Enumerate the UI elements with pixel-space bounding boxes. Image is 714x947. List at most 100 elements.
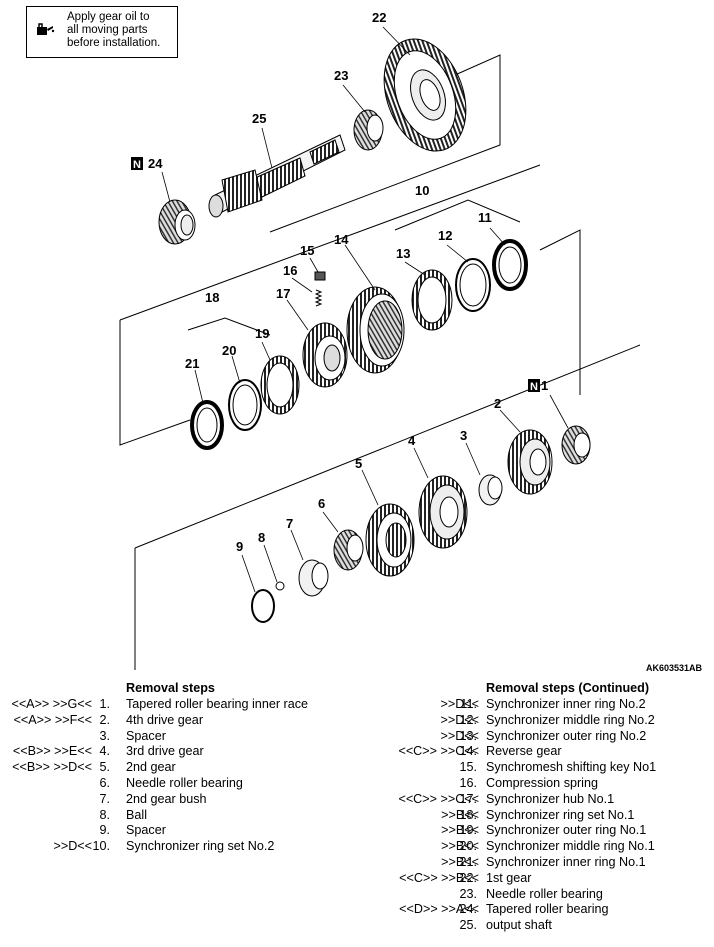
step-codes: <<A>> >>G<<: [11, 697, 92, 711]
part-1-bearing-inner-race: [561, 425, 591, 465]
table-row: 25. output shaft: [355, 918, 714, 934]
step-number: 8.: [99, 807, 110, 822]
callout-13: 13: [396, 246, 410, 261]
part-name: Synchronizer hub No.1: [486, 791, 615, 806]
part-name: Synchronizer ring set No.2: [126, 839, 275, 854]
step-number: 22.: [459, 870, 477, 885]
callout-24: 24: [148, 156, 163, 171]
table-row: 8. Ball: [0, 808, 360, 824]
callout-23: 23: [334, 68, 348, 83]
step-codes: >>B<<: [441, 855, 479, 869]
part-24-tapered-bearing: [158, 199, 196, 245]
table-row: <<C>> >>B<<22.1st gear: [355, 871, 714, 887]
step-number: 17.: [459, 791, 477, 806]
part-25-output-shaft: [208, 134, 346, 218]
step-number: 24.: [459, 902, 477, 917]
step-number: 10.: [92, 839, 110, 854]
part-22-first-gear: [383, 38, 467, 152]
table-title: Removal steps: [126, 681, 215, 695]
table-row: 23. Needle roller bearing: [355, 887, 714, 903]
part-5-2nd-gear: [365, 503, 415, 577]
step-codes: <<B>> >>D<<: [12, 760, 92, 775]
table-row: 6.Needle roller bearing: [0, 776, 360, 792]
table-row: 9.Spacer: [0, 823, 360, 839]
part-name: Tapered roller bearing inner race: [126, 697, 309, 711]
step-number: 21.: [459, 855, 477, 869]
step-codes: <<C>> >>B<<: [399, 870, 479, 885]
new-part-mark-1: N: [528, 379, 540, 393]
callout-6: 6: [318, 496, 325, 511]
callout-15: 15: [300, 243, 314, 258]
figure-id: AK603531AB: [646, 663, 703, 673]
part-name: Synchronizer outer ring No.1: [486, 823, 647, 838]
callout-8: 8: [258, 530, 265, 545]
table-row: <<A>> >>G<<1.Tapered roller bearing inne…: [0, 697, 360, 713]
table-row: <<A>> >>F<<2.4th drive gear: [0, 713, 360, 729]
svg-text:N: N: [133, 159, 141, 171]
part-name: Spacer: [126, 728, 166, 743]
step-number: 19.: [459, 823, 477, 838]
part-4-3rd-drive-gear: [418, 475, 468, 549]
step-codes: >>D<<: [53, 839, 92, 854]
callout-2: 2: [494, 396, 501, 411]
table-row: 15.Synchromesh shifting key No1: [355, 760, 714, 776]
step-number: 11.: [460, 697, 477, 711]
note-line-2: all moving parts: [67, 24, 148, 36]
oil-can-icon: [37, 23, 55, 35]
callout-11: 11: [478, 210, 492, 225]
step-codes: <<C>> >>C<<: [398, 791, 479, 806]
part-name: Reverse gear: [486, 744, 562, 759]
step-number: 14.: [459, 744, 477, 759]
callout-4: 4: [408, 433, 416, 448]
step-codes: >>D<<: [440, 728, 479, 743]
part-name: 2nd gear bush: [126, 791, 207, 806]
part-12-middle-ring-no2: [455, 258, 491, 312]
part-9-spacer-ring: [251, 589, 275, 623]
step-number: 3.: [99, 728, 110, 743]
step-codes: <<D>> >>A<<: [399, 902, 479, 917]
part-name: output shaft: [486, 918, 552, 933]
part-21-inner-ring-no1: [190, 400, 224, 450]
part-name: Synchronizer middle ring No.1: [486, 839, 655, 854]
callout-21: 21: [185, 356, 199, 371]
part-14-reverse-gear: [346, 286, 405, 374]
part-11-inner-ring-no2: [492, 239, 528, 291]
leader-lines: [161, 26, 569, 593]
step-number: 2.: [99, 712, 110, 727]
part-name: Synchronizer middle ring No.2: [486, 712, 655, 727]
table-row: <<C>> >>C<<14. Reverse gear: [355, 744, 714, 760]
step-number: 4.: [99, 744, 110, 759]
frame-lines: [119, 54, 641, 670]
callout-18: 18: [205, 290, 219, 305]
part-name: 3rd drive gear: [126, 744, 204, 759]
table-row: 7.2nd gear bush: [0, 792, 360, 808]
table-row: >>D<<13.Synchronizer outer ring No.2: [355, 729, 714, 745]
step-number: 20.: [459, 839, 477, 854]
step-number: 23.: [459, 886, 477, 901]
callout-1: 1: [541, 378, 548, 393]
step-codes: >>D<<: [440, 712, 479, 727]
callout-3: 3: [460, 428, 467, 443]
removal-steps-table: Removal steps <<A>> >>G<<1.Tapered rolle…: [0, 681, 360, 861]
step-number: 13.: [459, 728, 477, 743]
table-row: >>D<<12.Synchronizer middle ring No.2: [355, 713, 714, 729]
table-row: 16.Compression spring: [355, 776, 714, 792]
part-3-spacer: [478, 474, 503, 506]
part-name: Synchronizer inner ring No.1: [486, 855, 646, 869]
step-number: 18.: [459, 807, 477, 822]
part-17-synchronizer-hub: [302, 322, 348, 388]
callout-17: 17: [276, 286, 290, 301]
gear-oil-note: Apply gear oil to all moving parts befor…: [26, 6, 178, 58]
part-name: Needle roller bearing: [486, 886, 603, 901]
callout-25: 25: [252, 111, 266, 126]
part-name: Compression spring: [486, 776, 598, 790]
table-row: >>B<<19.Synchronizer outer ring No.1: [355, 823, 714, 839]
table-row: <<D>> >>A<<24.Tapered roller bearing: [355, 902, 714, 918]
part-20-middle-ring-no1: [228, 379, 262, 431]
part-name: Ball: [126, 807, 147, 822]
part-name: Needle roller bearing: [126, 776, 243, 790]
step-codes: <<C>> >>C<<: [398, 744, 479, 759]
callout-7: 7: [286, 516, 293, 531]
exploded-view-diagram: 22 23 25 24 10 11 12 13 14 15 16 17 18 1…: [119, 10, 641, 670]
step-number: 25.: [459, 918, 477, 933]
